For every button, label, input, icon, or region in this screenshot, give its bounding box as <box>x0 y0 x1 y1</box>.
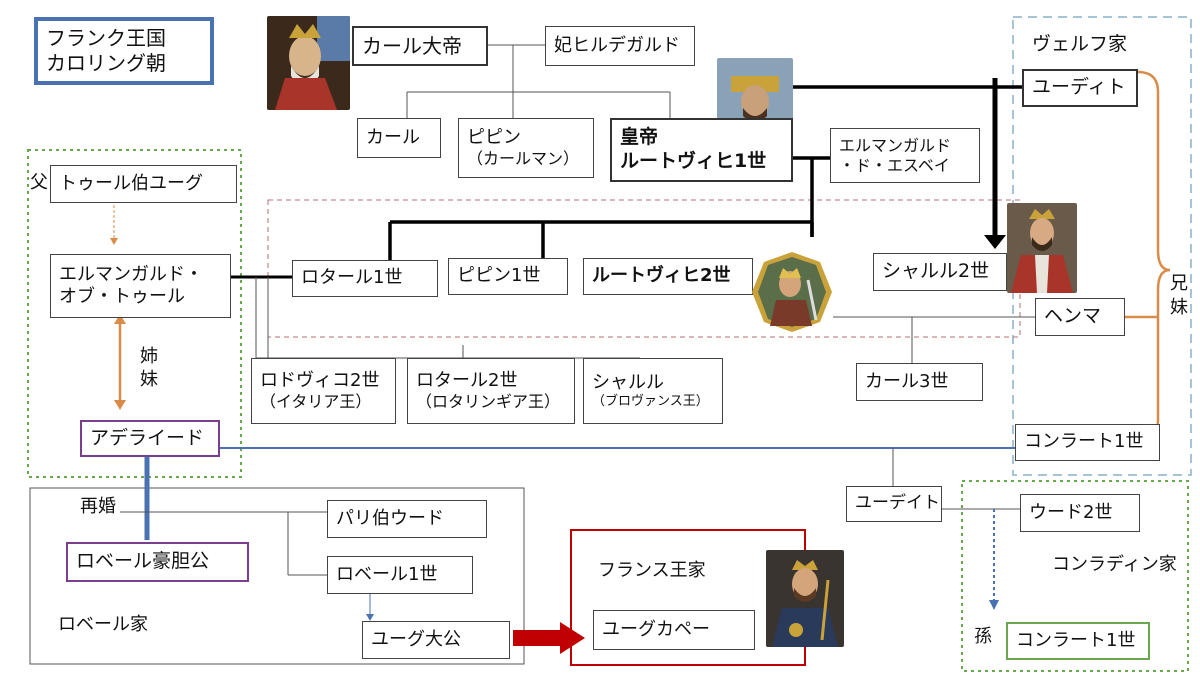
ermengard-esbaye-line1: エルマンガルド <box>839 135 952 155</box>
person-adelaide: アデライード <box>80 420 220 457</box>
person-charles-provence: シャルル （ブロヴァンス王） <box>583 358 723 424</box>
person-pippin1: ピピン1世 <box>448 258 568 295</box>
robert1-name: ロベール1世 <box>336 563 438 585</box>
person-lothar1: ロタール1世 <box>292 260 438 297</box>
person-judith-welf: ユーディト <box>1022 69 1138 107</box>
person-pippin: ピピン （カールマン） <box>458 118 594 178</box>
person-karl: カール <box>357 118 441 158</box>
henma-name: ヘンマ <box>1044 305 1102 328</box>
judith-conradin-name: ユーデイト <box>855 493 940 514</box>
person-ermengard-esbaye: エルマンガルド ・ド・エスベイ <box>830 128 980 183</box>
welf-sibling-bracket <box>1137 70 1171 442</box>
charlemagne-name: カール大帝 <box>362 33 462 58</box>
title-box: フランク王国 カロリング朝 <box>34 17 214 85</box>
charlemagne-portrait <box>267 16 350 110</box>
robert-brave-name: ロベール豪胆公 <box>76 550 210 573</box>
louis2-lines <box>833 316 1035 363</box>
siblings-label: 兄 妹 <box>1170 272 1188 321</box>
person-louis2: ルートヴィヒ2世 <box>583 258 753 295</box>
lothar1-name: ロタール1世 <box>301 267 403 289</box>
karl3-name: カール3世 <box>865 370 949 392</box>
person-hugo-great: ユーグ大公 <box>362 621 510 659</box>
louis2-portrait <box>750 250 834 334</box>
charles2-name: シャルル2世 <box>882 260 990 283</box>
remarriage-label: 再婚 <box>80 496 116 517</box>
karl-name: カール <box>366 126 420 148</box>
france-house-label: フランス王家 <box>598 560 706 581</box>
person-charlemagne: カール大帝 <box>352 26 488 66</box>
pippin1-name: ピピン1世 <box>457 265 541 287</box>
judith-welf-name: ユーディト <box>1032 76 1126 99</box>
konrad1-welf-name: コンラート1世 <box>1024 431 1144 453</box>
hugo-capet-portrait <box>766 550 844 647</box>
hugo-capet-name: ユーグカペー <box>602 618 710 640</box>
hugo-great-name: ユーグ大公 <box>371 628 461 650</box>
tours-family-frame <box>27 149 242 478</box>
person-hildegard: 妃ヒルデガルド <box>545 26 695 66</box>
ermengard-tours-line1: エルマンガルド・ <box>59 263 203 285</box>
ermengard-tours-line2: オブ・トゥール <box>59 286 185 307</box>
pippin-name: ピピン <box>467 126 521 148</box>
person-hugo-tours: トゥール伯ユーグ <box>50 165 237 203</box>
person-louis1: 皇帝 ルートヴィヒ1世 <box>610 118 793 182</box>
udo2-name: ウード2世 <box>1029 501 1113 523</box>
welf-house-label: ヴェルフ家 <box>1032 33 1128 55</box>
person-judith-conradin: ユーデイト <box>846 486 942 522</box>
person-konrad1-welf: コンラート1世 <box>1015 424 1160 461</box>
paris-udo-name: パリ伯ウード <box>336 507 444 529</box>
hildegard-name: 妃ヒルデガルド <box>554 34 680 56</box>
louis1-marriage-lines <box>388 78 1022 265</box>
person-konrad1-conradin: コンラート1世 <box>1006 622 1150 660</box>
person-ermengard-tours: エルマンガルド・ オブ・トゥール <box>50 254 231 318</box>
charlemagne-lines <box>406 44 671 118</box>
person-robert1: ロベール1世 <box>327 556 473 594</box>
sisters-label-line2: 妹 <box>140 369 158 391</box>
person-robert-brave: ロベール豪胆公 <box>66 542 249 582</box>
ermengard-esbaye-line2: ・ド・エスベイ <box>839 155 950 175</box>
charles2-portrait <box>1007 203 1077 293</box>
siblings-label-line2: 妹 <box>1170 297 1188 319</box>
siblings-label-line1: 兄 <box>1170 273 1188 294</box>
person-henma: ヘンマ <box>1035 298 1125 336</box>
title-line1: フランク王国 <box>46 26 166 50</box>
louis1-name: ルートヴィヒ1世 <box>620 150 767 172</box>
father-label: 父 <box>30 172 48 193</box>
pippin-alias: （カールマン） <box>467 149 580 169</box>
lothar2-name: ロタール2世 <box>416 369 518 391</box>
ludovico2-name: ロドヴィコ2世 <box>260 369 380 391</box>
hugo-tours-name: トゥール伯ユーグ <box>59 172 203 194</box>
person-charles2: シャルル2世 <box>873 253 1007 291</box>
person-udo2: ウード2世 <box>1020 494 1140 532</box>
person-lothar2: ロタール2世 （ロタリンギア王） <box>407 358 575 424</box>
grandchild-label: 孫 <box>974 626 992 647</box>
sisters-label: 姉 妹 <box>140 345 158 392</box>
ludovico2-title: （イタリア王） <box>260 392 372 412</box>
charles-provence-name: シャルル <box>592 371 664 393</box>
lothar2-title: （ロタリンギア王） <box>416 392 561 412</box>
robert-house-frame <box>29 487 525 665</box>
conradin-house-frame <box>961 480 1189 672</box>
louis2-name: ルートヴィヒ2世 <box>592 265 731 287</box>
title-line2: カロリング朝 <box>46 51 166 75</box>
sisters-label-line1: 姉 <box>140 346 158 367</box>
louis1-title: 皇帝 <box>620 126 659 149</box>
conradin-house-label: コンラディン家 <box>1052 554 1177 575</box>
robert-house-label: ロベール家 <box>58 614 148 635</box>
person-ludovico2: ロドヴィコ2世 （イタリア王） <box>251 358 396 424</box>
person-hugo-capet: ユーグカペー <box>593 610 755 650</box>
charles-provence-title: （ブロヴァンス王） <box>592 394 709 410</box>
person-karl3: カール3世 <box>856 363 983 401</box>
person-paris-udo: パリ伯ウード <box>327 500 487 538</box>
adelaide-name: アデライード <box>90 426 205 449</box>
robert-lines <box>120 511 327 576</box>
konrad1-conradin-name: コンラート1世 <box>1016 629 1136 651</box>
